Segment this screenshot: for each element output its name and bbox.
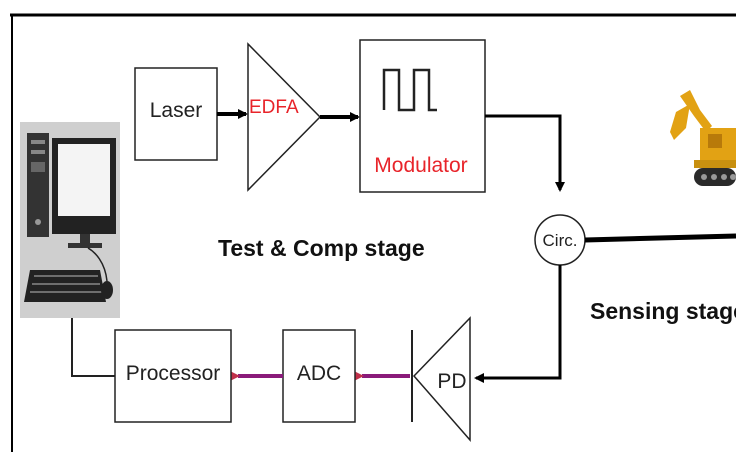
edfa-label: EDFA <box>249 97 299 118</box>
laser-block: Laser <box>134 67 218 161</box>
processor-label: Processor <box>126 362 221 385</box>
adc-block: ADC <box>282 329 356 423</box>
arrow-modulator-circulator <box>485 114 565 192</box>
arrow-circulator-pd <box>474 265 562 383</box>
pulse-waveform-icon <box>382 68 437 112</box>
sensing-fiber <box>584 233 736 243</box>
test-comp-stage-label: Test & Comp stage <box>218 235 425 261</box>
adc-label: ADC <box>297 362 341 385</box>
circulator-label: Circ. <box>543 231 578 250</box>
pd-label: PD <box>437 370 466 393</box>
modulator-label: Modulator <box>374 154 467 177</box>
desktop-computer-icon <box>20 122 120 318</box>
sensing-stage-label: Sensing stage <box>590 298 736 324</box>
modulator-block: Modulator <box>359 39 486 193</box>
laser-label: Laser <box>150 99 203 122</box>
pd-photodetector: PD <box>411 316 471 442</box>
link-processor-computer <box>71 316 115 377</box>
edfa-amplifier: EDFA <box>247 42 322 192</box>
processor-block: Processor <box>114 329 232 423</box>
excavator-icon <box>670 90 736 186</box>
circulator: Circ. <box>534 214 586 266</box>
